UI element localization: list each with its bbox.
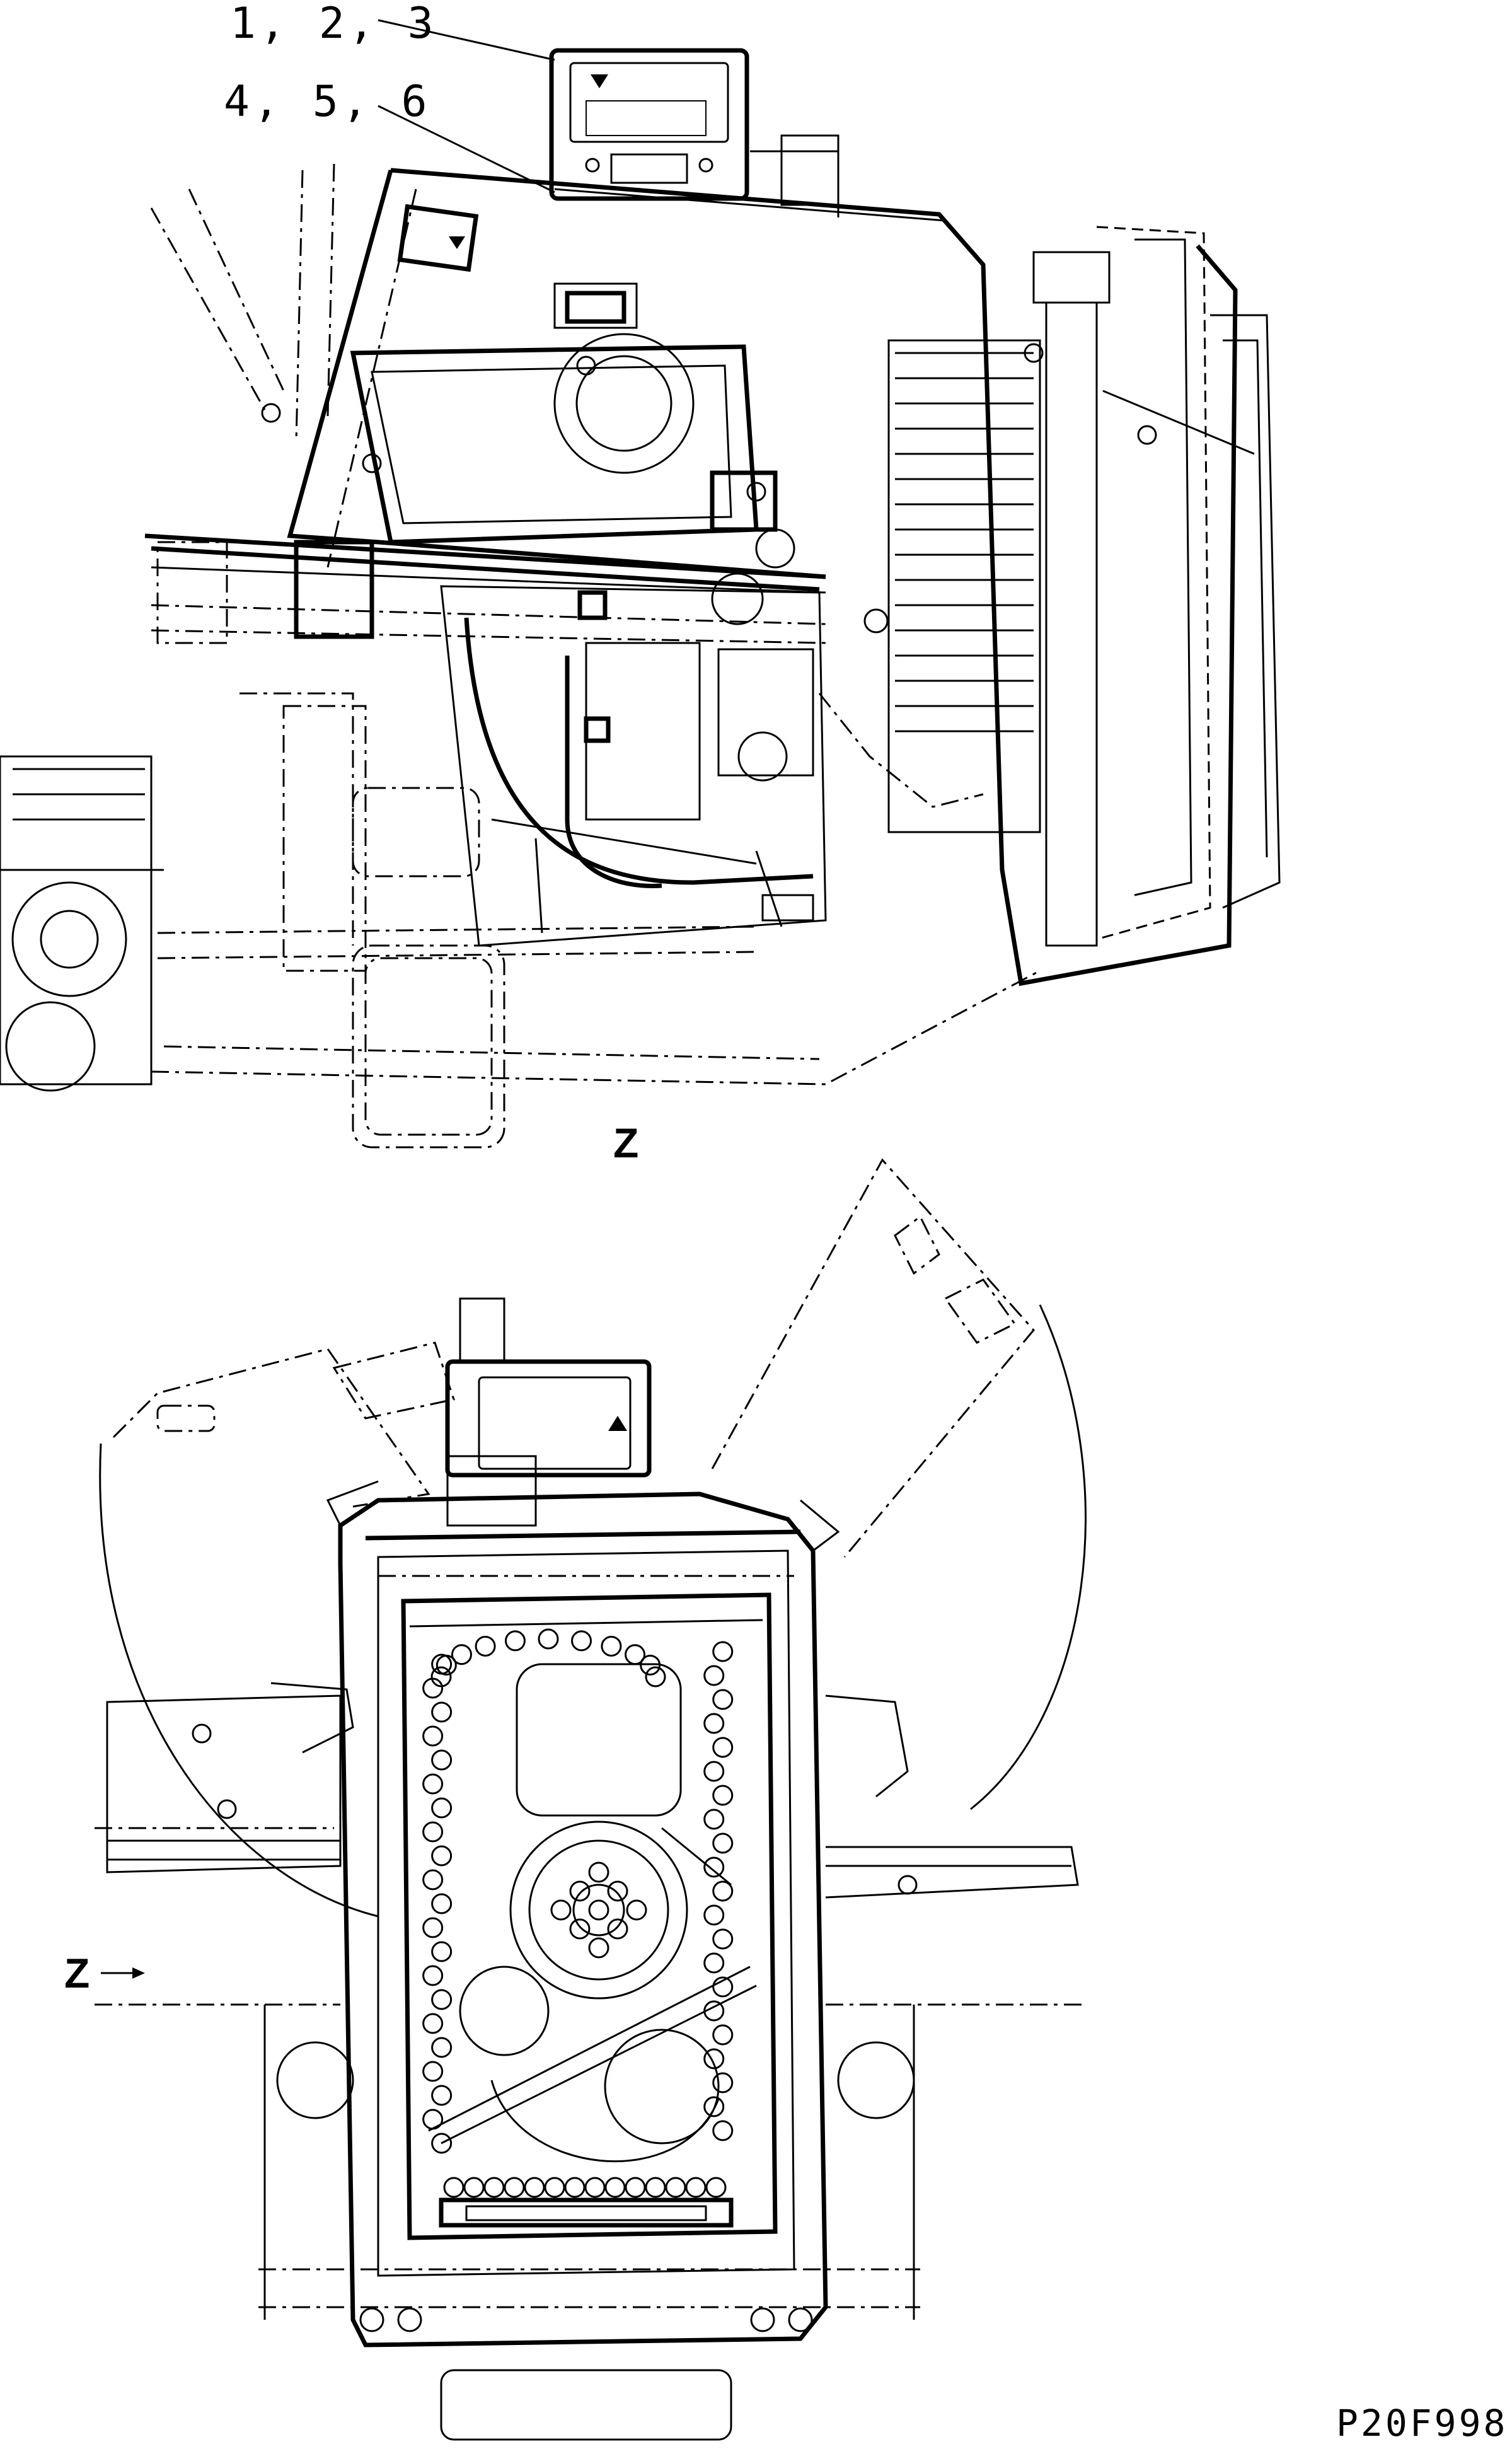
hose-clamp-dot bbox=[712, 2072, 734, 2093]
drawing-code: P20F998 bbox=[1336, 2402, 1508, 2445]
hose-clamp-dot bbox=[504, 2177, 525, 2198]
hose-clamp-dot bbox=[607, 1918, 628, 1940]
hose-clamp-dot bbox=[712, 2120, 734, 2141]
hose-clamp-dot bbox=[703, 1856, 725, 1878]
decal-panel-side bbox=[397, 204, 479, 272]
hose-clamp-dot bbox=[712, 1641, 734, 1662]
section-view-label: Z bbox=[613, 1120, 639, 1166]
hose-clamp-dot bbox=[584, 2177, 606, 2198]
hose-clamp-dot bbox=[475, 1635, 496, 1657]
hose-clamp-dot bbox=[422, 1869, 444, 1890]
hose-clamp-dot bbox=[431, 1797, 453, 1819]
swing-arc bbox=[99, 1443, 379, 1918]
hose-clamp-dot bbox=[483, 2177, 505, 2198]
hose-clamp-dot bbox=[712, 2024, 734, 2046]
hose-clamp-dot bbox=[431, 1845, 453, 1867]
hose-clamp-dot bbox=[588, 1937, 609, 1959]
hose-clamp-dot bbox=[712, 1832, 734, 1854]
triangle-warning-icon bbox=[449, 236, 465, 249]
hose-clamp-dot bbox=[431, 2133, 453, 2154]
hose-clamp-dot bbox=[604, 2177, 626, 2198]
hose-clamp-dot bbox=[712, 1785, 734, 1806]
hose-clamp-dot bbox=[443, 2177, 465, 2198]
hose-clamp-dot bbox=[422, 1725, 444, 1747]
hose-clamp-dot bbox=[431, 2037, 453, 2058]
hose-clamp-dot bbox=[703, 1809, 725, 1830]
hose-clamp-dot bbox=[524, 2177, 545, 2198]
fan-hub bbox=[509, 1821, 688, 2000]
hose-clamp-dot bbox=[588, 1899, 609, 1921]
hose-clamp-dot bbox=[431, 1893, 453, 1914]
callout-label-4-5-6: 4, 5, 6 bbox=[224, 77, 431, 127]
front-view bbox=[95, 1158, 1087, 2441]
hose-clamp-dot bbox=[564, 2177, 586, 2198]
side-view bbox=[0, 19, 1281, 1149]
hose-clamp-dot bbox=[703, 1713, 725, 1734]
hose-clamp-dot bbox=[703, 1952, 725, 1974]
hose-clamp-dot bbox=[422, 1917, 444, 1938]
hose-clamp-dot bbox=[431, 2085, 453, 2106]
hose-clamp-dot bbox=[431, 1701, 453, 1723]
front-housing bbox=[338, 1491, 828, 2348]
hose-clamp-dot bbox=[422, 1965, 444, 1986]
callout-label-1-2-3: 1, 2, 3 bbox=[230, 0, 437, 49]
hose-clamp-dot bbox=[451, 1644, 472, 1665]
hose-clamp-dot bbox=[703, 1904, 725, 1926]
hose-clamp-dot bbox=[601, 1635, 622, 1657]
leader-line-2 bbox=[378, 105, 555, 194]
hose-clamp-dot bbox=[665, 2177, 686, 2198]
hose-clamp-dot bbox=[569, 1880, 591, 1902]
hose-clamp-dot bbox=[703, 2096, 725, 2117]
hose-clamp-dot bbox=[431, 1749, 453, 1771]
hose-clamp-dot bbox=[538, 1628, 559, 1650]
decal-panel-upper bbox=[549, 48, 749, 201]
hose-clamp-dot bbox=[431, 1989, 453, 2010]
hose-clamp-dot bbox=[544, 2177, 565, 2198]
hose-clamp-dot bbox=[431, 1941, 453, 1962]
hose-clamp-dot bbox=[712, 1928, 734, 1950]
hose-clamp-dot bbox=[422, 1773, 444, 1795]
hose-clamp-dot bbox=[712, 1880, 734, 1902]
hose-clamp-dot bbox=[607, 1880, 628, 1902]
hose-clamp-dot bbox=[712, 1976, 734, 1998]
hose-clamp-dot bbox=[626, 1899, 647, 1921]
hose-clamp-dot bbox=[703, 2048, 725, 2070]
hose-clamp-dot bbox=[571, 1630, 592, 1652]
hose-clamp-dot bbox=[504, 1630, 526, 1652]
hose-clamp-dot bbox=[550, 1899, 572, 1921]
hose-clamp-dot bbox=[588, 1861, 609, 1883]
hose-clamp-dot bbox=[463, 2177, 485, 2198]
hose-clamp-dot bbox=[625, 2177, 646, 2198]
leader-line-1 bbox=[378, 19, 555, 61]
hose-clamp-dot bbox=[430, 1666, 452, 1688]
hose-routing bbox=[422, 1628, 734, 2198]
hose-clamp-dot bbox=[645, 1666, 666, 1688]
decal-panel-front bbox=[445, 1359, 652, 1478]
hose-clamp-dot bbox=[436, 1654, 457, 1676]
triangle-warning-icon bbox=[608, 1416, 627, 1431]
hose-clamp-dot bbox=[422, 2061, 444, 2082]
hose-clamp-dot bbox=[712, 1737, 734, 1758]
hose-clamp-dot bbox=[703, 1761, 725, 1782]
hose-clamp-dot bbox=[422, 1821, 444, 1843]
hose-clamp-dot bbox=[569, 1918, 591, 1940]
hose-clamp-dot bbox=[705, 2177, 727, 2198]
hose-clamp-dot bbox=[645, 2177, 666, 2198]
triangle-warning-icon bbox=[591, 74, 608, 88]
hose-clamp-dot bbox=[685, 2177, 707, 2198]
hood-outline bbox=[390, 168, 1238, 987]
hose-clamp-dot bbox=[422, 2013, 444, 2034]
hose-clamp-dot bbox=[703, 1665, 725, 1686]
view-arrow-label: Z bbox=[64, 1950, 90, 1996]
hose-clamp-dot bbox=[712, 1689, 734, 1710]
